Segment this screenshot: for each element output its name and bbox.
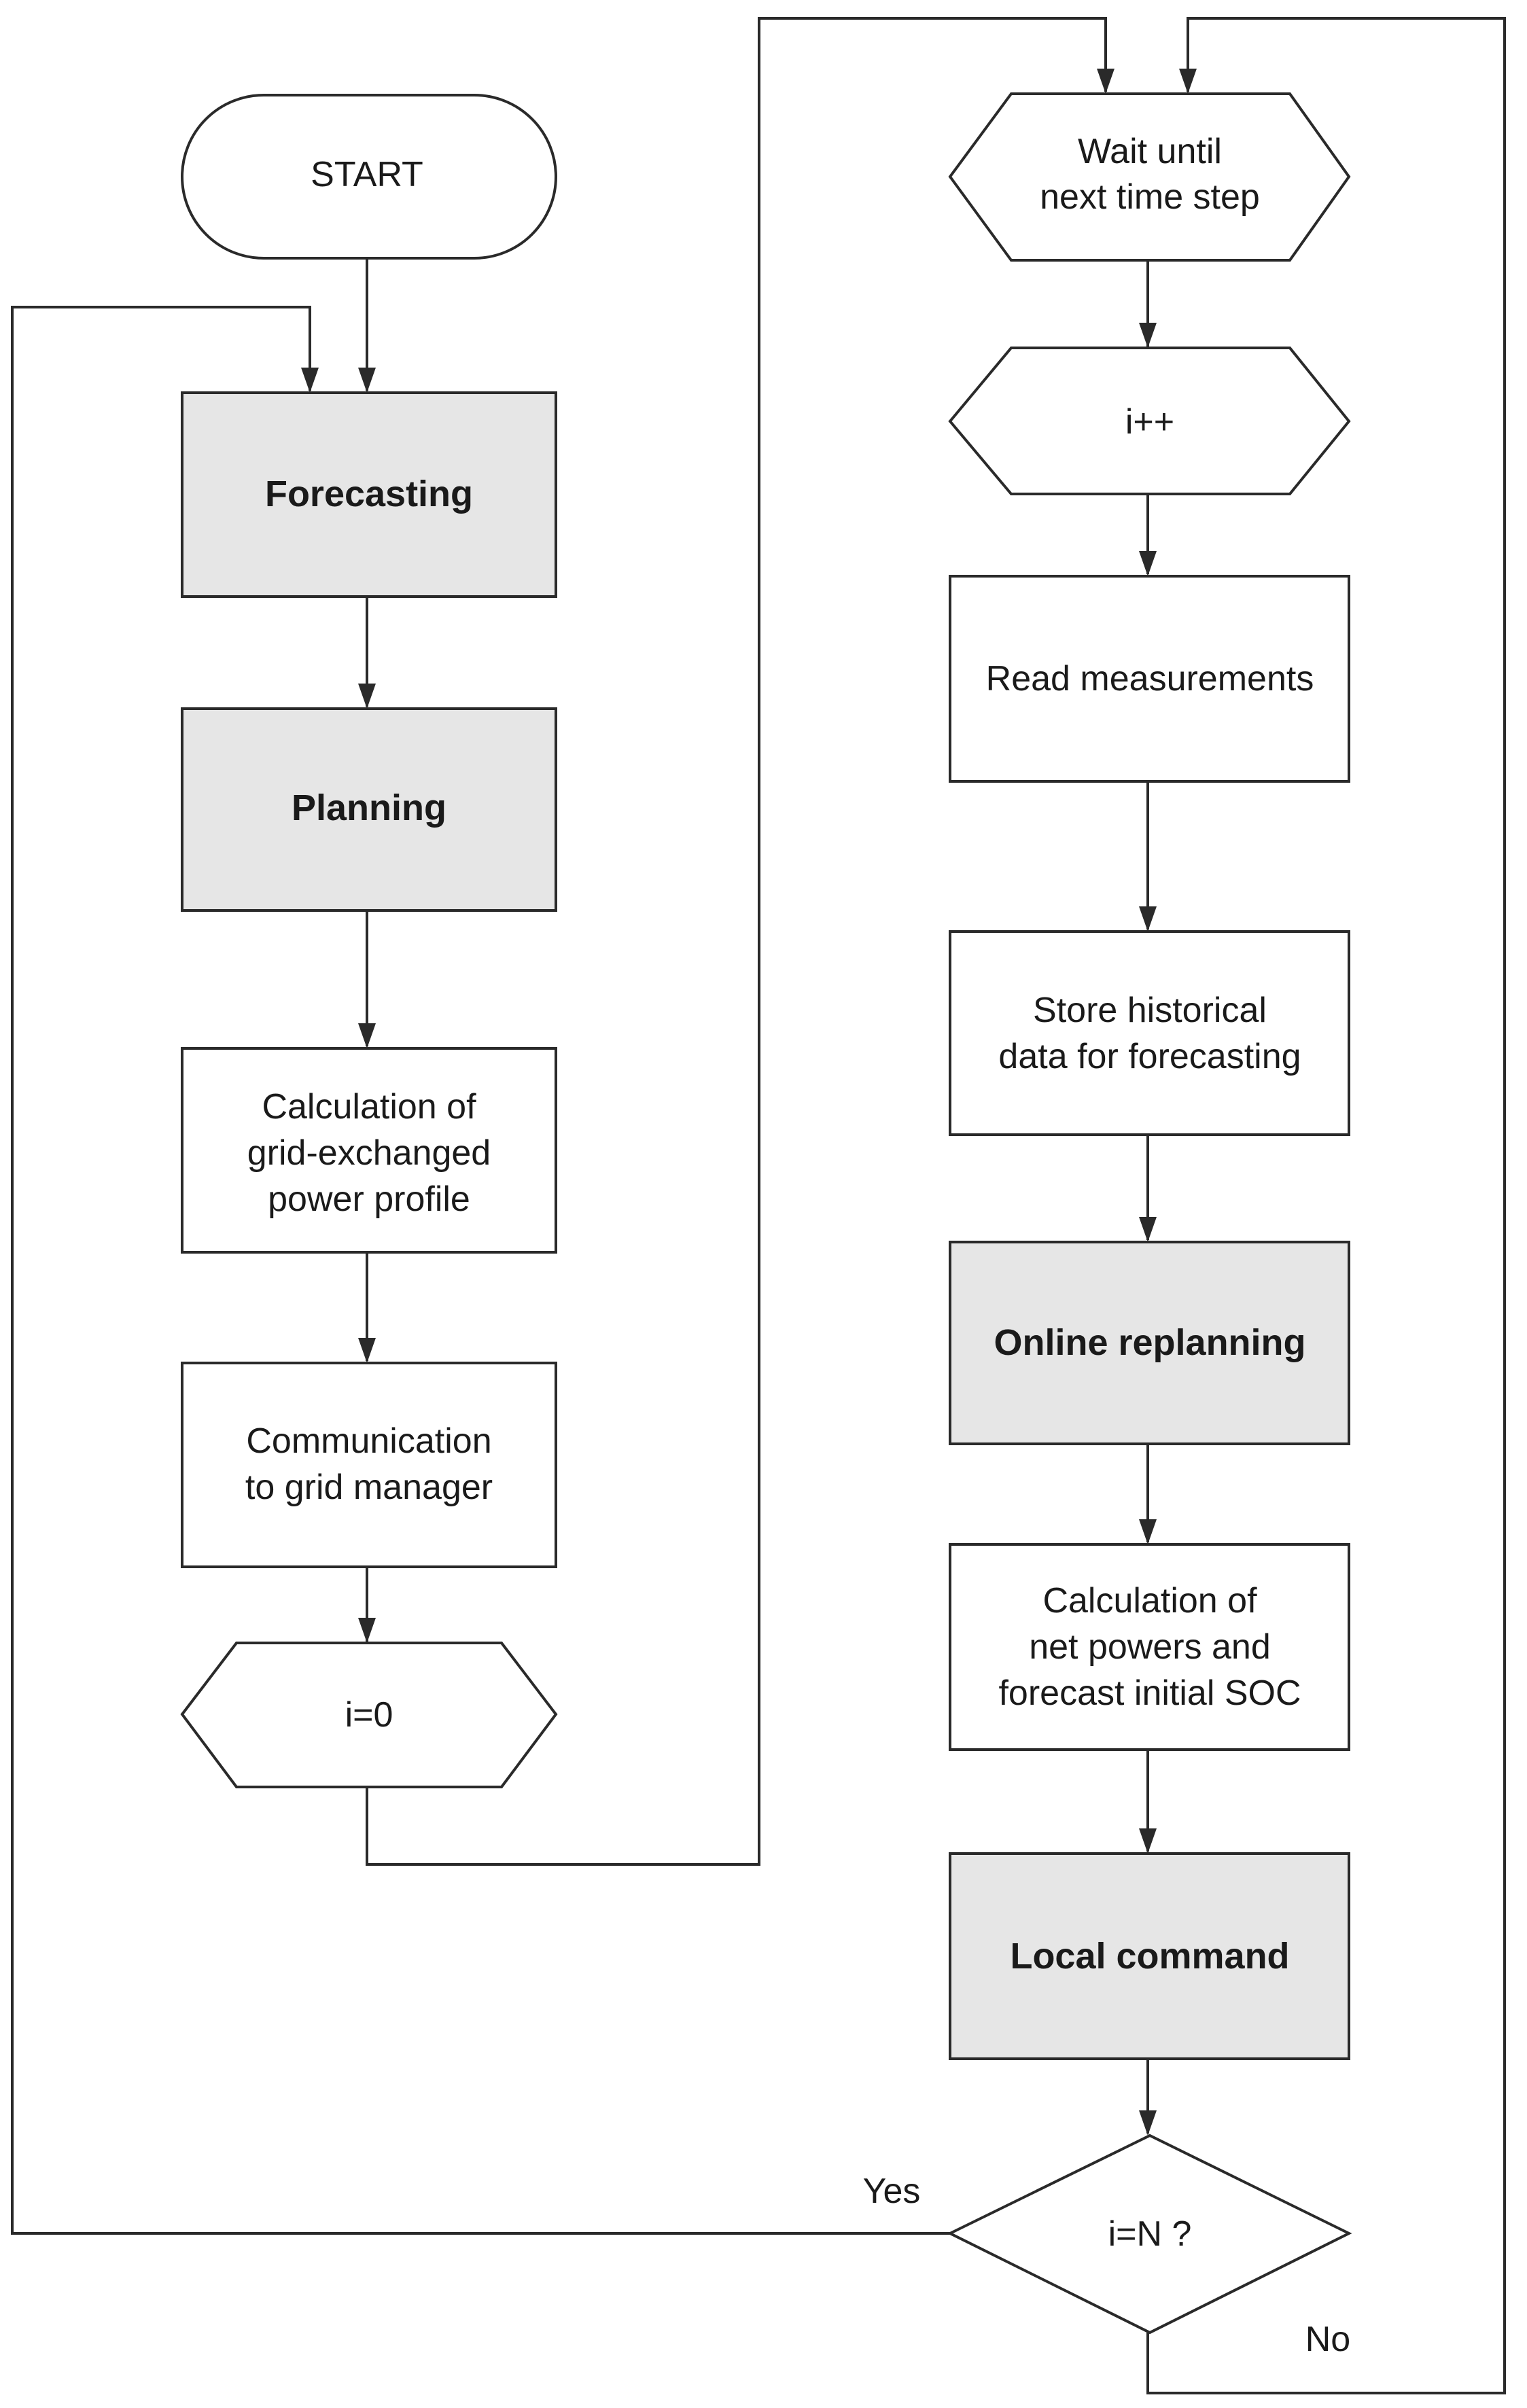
store-line-2: data for forecasting [998, 1037, 1301, 1076]
online-replanning-node: Online replanning [949, 1241, 1350, 1445]
decision-node: i=N ? [947, 2133, 1352, 2335]
edge-decision-no [1146, 17, 1506, 2394]
arrowhead [1139, 906, 1157, 932]
read-label: Read measurements [986, 659, 1314, 698]
calc-net-node: Calculation of net powers and forecast i… [949, 1543, 1350, 1751]
wait-node: Wait until next time step [948, 92, 1351, 262]
arrowhead [358, 1023, 376, 1048]
arrowhead [358, 368, 376, 393]
online-replanning-label: Online replanning [994, 1322, 1305, 1363]
arrowheads [301, 69, 1197, 2136]
connectors [11, 17, 1506, 2394]
start-node: START [181, 94, 557, 260]
arrowhead [358, 684, 376, 709]
i-zero-label: i=0 [345, 1695, 393, 1735]
arrowhead [1097, 69, 1114, 94]
calc-grid-line-2: grid-exchanged [247, 1133, 491, 1173]
communication-line-2: to grid manager [245, 1468, 493, 1507]
calc-net-line-1: Calculation of [1042, 1581, 1257, 1621]
calc-grid-node: Calculation of grid-exchanged power prof… [181, 1047, 557, 1254]
forecasting-node: Forecasting [181, 391, 557, 598]
planning-node: Planning [181, 707, 557, 912]
communication-node: Communication to grid manager [181, 1362, 557, 1568]
i-increment-node: i++ [948, 347, 1351, 495]
arrowhead [1139, 323, 1157, 348]
arrowhead [358, 1338, 376, 1363]
arrowhead [1139, 1217, 1157, 1242]
no-label: No [1305, 2320, 1350, 2359]
forecasting-label: Forecasting [265, 474, 473, 514]
arrowhead [1139, 1519, 1157, 1544]
arrowhead [1139, 2110, 1157, 2136]
communication-line-1: Communication [246, 1421, 491, 1461]
arrowhead [1179, 69, 1197, 94]
edge-izero-wait [366, 17, 1107, 1866]
yes-label: Yes [863, 2172, 921, 2211]
arrowhead [1139, 551, 1157, 576]
arrowhead [1139, 1828, 1157, 1854]
calc-net-line-2: net powers and [1029, 1627, 1271, 1667]
calc-grid-line-1: Calculation of [262, 1087, 476, 1127]
read-node: Read measurements [949, 575, 1350, 783]
arrowhead [358, 1618, 376, 1643]
i-increment-label: i++ [1125, 402, 1174, 442]
arrowhead [301, 368, 319, 393]
wait-line-1: Wait until [1078, 132, 1222, 171]
i-zero-node: i=0 [180, 1642, 558, 1788]
calc-net-line-3: forecast initial SOC [998, 1674, 1301, 1713]
calc-grid-line-3: power profile [268, 1180, 470, 1219]
store-line-1: Store historical [1033, 991, 1267, 1030]
edge-decision-yes [11, 306, 950, 2235]
wait-line-2: next time step [1040, 177, 1260, 217]
start-label: START [311, 155, 423, 194]
store-node: Store historical data for forecasting [949, 930, 1350, 1136]
planning-label: Planning [292, 787, 446, 828]
decision-label: i=N ? [1108, 2214, 1192, 2254]
local-command-label: Local command [1010, 1936, 1289, 1977]
local-command-node: Local command [949, 1852, 1350, 2060]
